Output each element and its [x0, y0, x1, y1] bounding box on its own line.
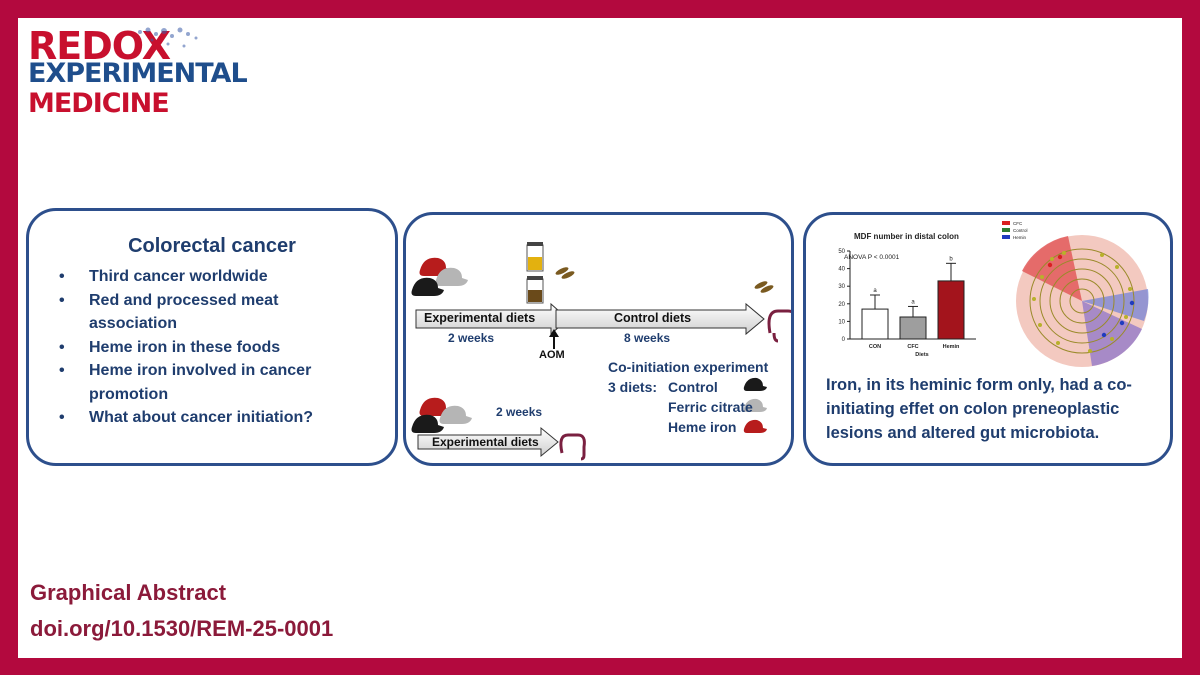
panel-experimental-design: Experimental diets 2 weeks Control diets…	[403, 212, 794, 466]
bullet-item: What about cancer initiation?	[57, 406, 357, 430]
colon-icon	[559, 433, 586, 461]
y-tick-label: 10	[838, 319, 845, 325]
significance-letter: a	[873, 288, 877, 294]
diet-ferric-citrate: Ferric citrate	[668, 399, 753, 415]
y-tick-label: 50	[838, 249, 845, 255]
cladogram-branches	[1029, 248, 1135, 354]
y-tick-label: 30	[838, 284, 845, 290]
anova-label: ANOVA P < 0.0001	[844, 254, 900, 261]
legend-swatch-hemin	[1002, 235, 1010, 239]
bottom-arrow-label: Experimental diets	[432, 435, 539, 449]
bar-hemin	[937, 280, 965, 340]
y-tick-label: 40	[838, 267, 845, 273]
canvas: REDOX EXPERIMENTAL MEDICINE Colorectal c…	[18, 18, 1182, 658]
logo-line-medicine: MEDICINE	[28, 88, 170, 119]
legend-hemin: Hemin	[1013, 235, 1027, 240]
doi-link[interactable]: doi.org/10.1530/REM-25-0001	[30, 616, 334, 641]
arrow2-duration: 8 weeks	[624, 331, 671, 345]
legend-swatch-cfc	[1002, 221, 1010, 225]
panel-background: Colorectal cancer Third cancer worldwide…	[26, 208, 398, 466]
significance-letter: a	[911, 299, 915, 305]
heme-rat-icon	[743, 419, 767, 433]
logo-dots-icon	[138, 27, 198, 48]
ferric-rat-icon	[743, 398, 767, 412]
rats-group-top-icon	[411, 257, 468, 296]
bottom-duration: 2 weeks	[496, 405, 543, 419]
colon-icon	[767, 309, 791, 343]
journal-logo: REDOX EXPERIMENTAL MEDICINE	[28, 24, 248, 119]
background-list: Third cancer worldwide Red and processed…	[57, 265, 357, 430]
arrow1-duration: 2 weeks	[448, 331, 495, 345]
bar-cfc	[899, 316, 927, 340]
x-tick-label: Hemin	[943, 344, 960, 350]
hemin-nodes	[1101, 300, 1135, 338]
conclusion-text: Iron, in its heminic form only, had a co…	[826, 376, 1132, 442]
significance-letter: b	[949, 256, 953, 262]
feces-icon	[555, 267, 774, 293]
diet-cups-icon	[526, 242, 544, 304]
legend-control: Control	[1013, 228, 1028, 233]
panel-results: MDF number in distal colon ANOVA P < 0.0…	[803, 212, 1173, 466]
mdf-bar-chart: MDF number in distal colon ANOVA P < 0.0…	[838, 232, 976, 358]
bullet-item: Heme iron in these foods	[57, 336, 357, 360]
panel1-title: Colorectal cancer	[128, 235, 296, 257]
legend-cfc: CFC	[1013, 221, 1023, 226]
hemin-clade-shade	[1082, 289, 1149, 321]
bullet-item: Heme iron involved in cancer promotion	[57, 359, 357, 406]
diets-prefix: 3 diets:	[608, 379, 658, 395]
graphical-abstract-label: Graphical Abstract	[30, 580, 227, 605]
aom-label: AOM	[539, 349, 565, 361]
y-tick-label: 0	[842, 337, 846, 343]
rats-group-bottom-icon	[411, 397, 472, 433]
bullet-item: Red and processed meat association	[57, 289, 357, 336]
cladogram-figure: CFC Control Hemin	[1002, 221, 1149, 367]
logo-line-experimental: EXPERIMENTAL	[28, 58, 248, 89]
chart-title: MDF number in distal colon	[854, 232, 959, 241]
control-rat-icon	[743, 377, 767, 391]
bar-con	[861, 308, 889, 340]
bullet-item: Third cancer worldwide	[57, 265, 357, 289]
y-tick-label: 20	[838, 302, 845, 308]
cladogram-nodes	[1032, 251, 1132, 353]
diet-heme-iron: Heme iron	[668, 419, 737, 435]
arrow2-label: Control diets	[614, 311, 692, 325]
coinit-title: Co-initiation experiment	[608, 359, 769, 375]
cfc-nodes	[1047, 254, 1063, 268]
x-axis-label: Diets	[915, 352, 928, 358]
diet-control: Control	[668, 379, 718, 395]
legend-swatch-control	[1002, 228, 1010, 232]
design-diagram	[411, 242, 791, 461]
bottom-experimental-arrow	[417, 426, 559, 458]
x-tick-label: CFC	[907, 344, 918, 350]
arrow1-label: Experimental diets	[424, 311, 536, 325]
x-tick-label: CON	[869, 344, 881, 350]
control-diet-arrow	[555, 302, 765, 336]
